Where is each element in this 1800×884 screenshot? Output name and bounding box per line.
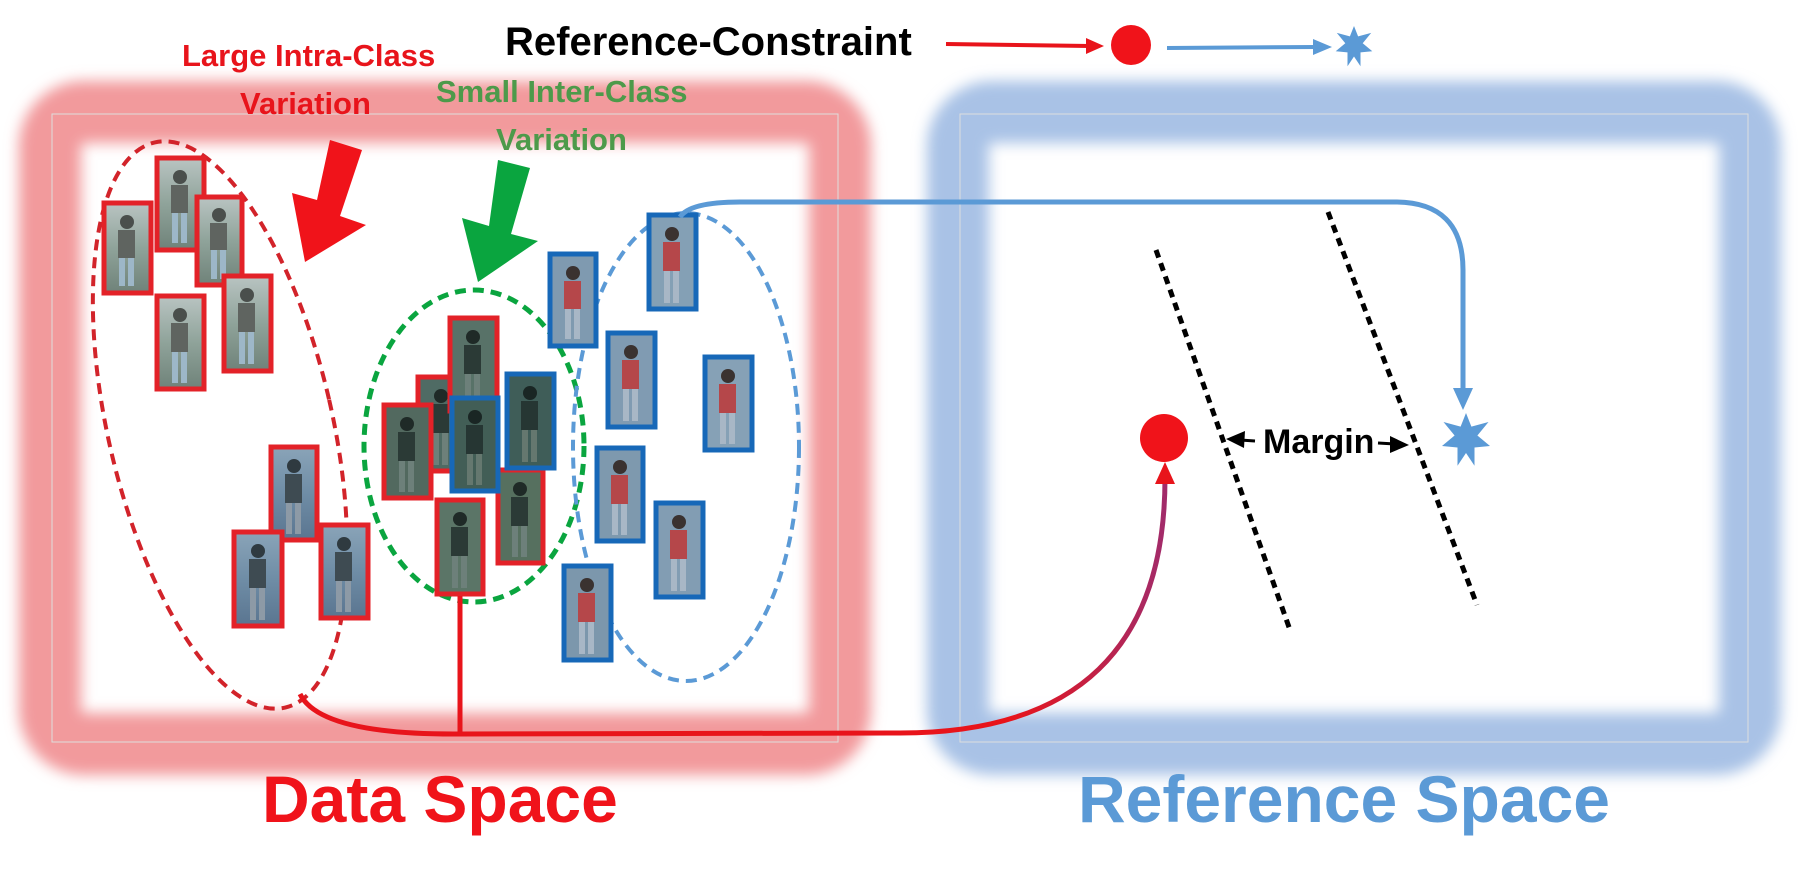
blue-mapping-arrow <box>677 199 1473 410</box>
blue-reference-star-icon <box>1442 413 1490 466</box>
blue-class-photos <box>449 212 755 663</box>
green-down-arrow <box>462 160 538 282</box>
inter-class-label-line2: Variation <box>496 122 627 157</box>
person-photo <box>318 522 371 621</box>
person-photo <box>194 194 245 288</box>
person-photo <box>381 402 434 501</box>
legend-blue-star-icon <box>1335 26 1373 67</box>
legend-blue-arrow <box>1166 39 1332 55</box>
person-photo <box>547 251 599 349</box>
person-photo <box>101 200 154 296</box>
person-photo <box>646 212 699 312</box>
person-photo <box>221 273 274 374</box>
inter-class-label-line1: Small Inter-Class <box>436 74 688 109</box>
person-photo <box>268 444 320 543</box>
red-reference-point-icon <box>1140 414 1188 462</box>
person-photo <box>702 354 755 453</box>
legend-red-arrow <box>945 38 1104 54</box>
intra-class-label-line1: Large Intra-Class <box>182 38 436 73</box>
person-photo <box>449 395 501 494</box>
person-photo <box>605 330 658 430</box>
person-photo <box>504 371 557 471</box>
red-class-cluster <box>90 139 350 711</box>
margin-arrow <box>1226 431 1409 453</box>
person-photo <box>495 467 546 566</box>
person-photo <box>653 500 706 600</box>
green-overlap-cluster <box>361 287 587 605</box>
red-mapping-arrow <box>297 462 1175 737</box>
red-class-photos <box>101 155 546 629</box>
blue-class-cluster <box>571 211 801 683</box>
person-photo <box>594 445 646 544</box>
legend-title: Reference-Constraint <box>505 20 912 64</box>
person-photo <box>434 497 486 597</box>
data-space-frame <box>19 81 871 775</box>
legend-red-circle-icon <box>1111 25 1151 65</box>
data-space-title: Data Space <box>262 762 618 836</box>
person-photo <box>231 529 285 629</box>
person-photo <box>561 563 614 663</box>
margin-label: Margin <box>1263 423 1375 461</box>
reference-space-title: Reference Space <box>1078 762 1610 836</box>
decision-boundary-left <box>1153 249 1293 631</box>
red-down-arrow <box>292 140 366 262</box>
reference-space-frame <box>927 81 1781 775</box>
person-photo <box>154 293 207 392</box>
decision-boundary-right <box>1325 211 1480 606</box>
intra-class-label-line2: Variation <box>240 86 371 121</box>
